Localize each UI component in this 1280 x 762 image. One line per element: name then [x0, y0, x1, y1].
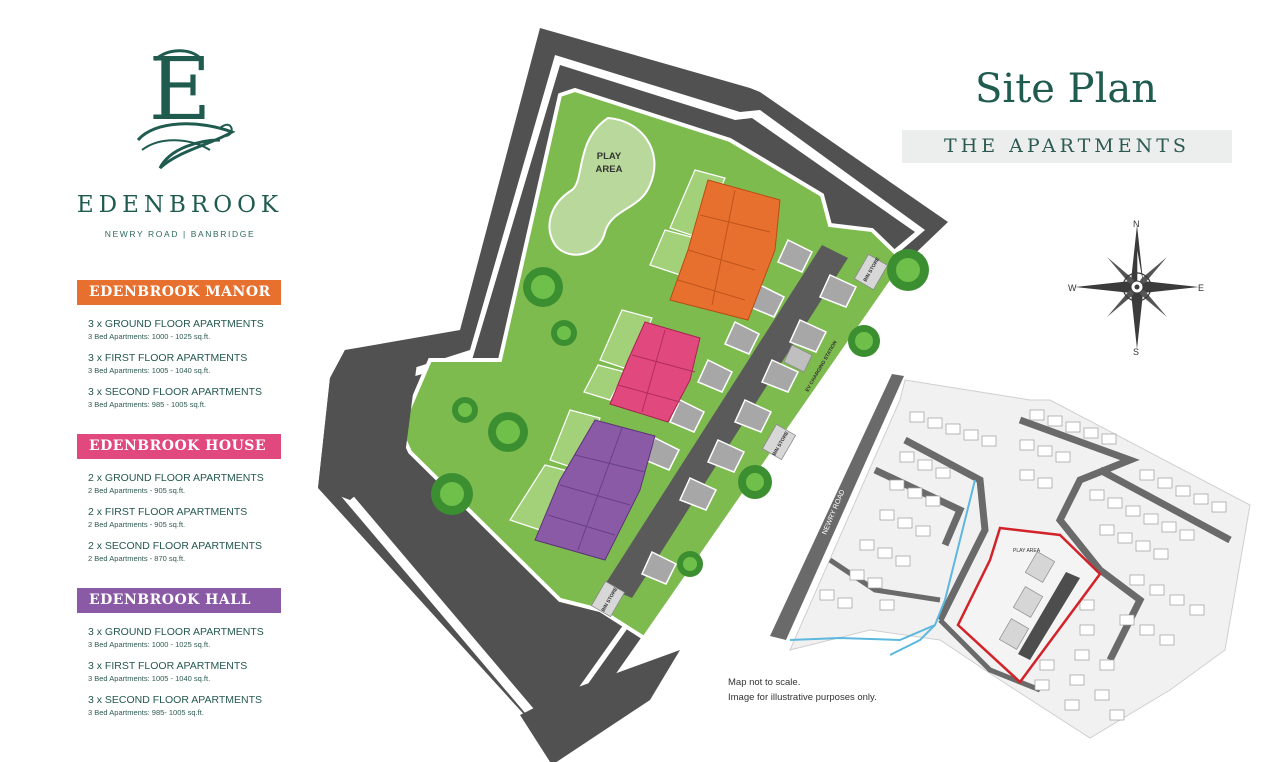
edenbrook-manor-building — [669, 179, 781, 321]
edenbrook-house-building — [609, 321, 701, 423]
legend-manor-detail-1: 3 Bed Apartments: 1000 - 1025 sq.ft. — [88, 332, 211, 341]
edenbrook-logo: E EDENBROOK NEWRY ROAD | BANBRIDGE — [60, 40, 300, 250]
compass-rose-icon — [1075, 225, 1199, 349]
scale-note: Map not to scale. — [728, 677, 801, 688]
legend-manor-detail-2: 3 Bed Apartments: 1005 - 1040 sq.ft. — [88, 366, 211, 375]
legend-hall-item-3: 3 x SECOND FLOOR APARTMENTS — [88, 694, 263, 706]
compass-west-label: W — [1068, 283, 1077, 293]
edenbrook-hall-building — [534, 419, 656, 561]
play-area-label-1: PLAY — [597, 151, 622, 162]
bin-stores — [590, 253, 889, 618]
compass-east-label: E — [1198, 283, 1205, 293]
legend-house-item-1: 2 x GROUND FLOOR APARTMENTS — [88, 472, 264, 484]
illustrative-note: Image for illustrative purposes only. — [728, 692, 877, 703]
legend-hall-detail-2: 3 Bed Apartments: 1005 - 1040 sq.ft. — [88, 674, 211, 683]
legend-house-item-2: 2 x FIRST FLOOR APARTMENTS — [88, 506, 248, 518]
legend-manor-item-1: 3 x GROUND FLOOR APARTMENTS — [88, 318, 264, 330]
legend-hall-item-1: 3 x GROUND FLOOR APARTMENTS — [88, 626, 264, 638]
legend-house-detail-1: 2 Bed Apartments - 905 sq.ft. — [88, 486, 186, 495]
legend-manor-detail-3: 3 Bed Apartments: 985 - 1005 sq.ft. — [88, 400, 206, 409]
legend-hall-detail-1: 3 Bed Apartments: 1000 - 1025 sq.ft. — [88, 640, 211, 649]
brand-name: EDENBROOK — [76, 192, 284, 218]
play-area — [548, 116, 656, 256]
ev-charging-bays — [783, 344, 813, 373]
trees — [431, 249, 929, 577]
legend-header-house: EDENBROOK HOUSE — [77, 434, 281, 459]
inset-play-area-label: PLAY AREA — [1013, 548, 1041, 554]
brand-location: NEWRY ROAD | BANBRIDGE — [104, 229, 256, 239]
play-area-label-2: AREA — [596, 164, 623, 175]
legend-manor-item-3: 3 x SECOND FLOOR APARTMENTS — [88, 386, 263, 398]
logo-initial: E — [148, 40, 212, 140]
legend-hall-item-2: 3 x FIRST FLOOR APARTMENTS — [88, 660, 248, 672]
location-inset-map: PLAY AREA NEWRY ROAD — [770, 374, 1251, 739]
page-title: Site Plan — [975, 66, 1157, 112]
legend-house-detail-3: 2 Bed Apartments - 870 sq.ft. — [88, 554, 186, 563]
legend-manor-item-2: 3 x FIRST FLOOR APARTMENTS — [88, 352, 248, 364]
access-road — [604, 245, 848, 598]
compass-north-label: N — [1133, 219, 1140, 229]
legend-house-detail-2: 2 Bed Apartments - 905 sq.ft. — [88, 520, 186, 529]
page-subtitle: THE APARTMENTS — [902, 130, 1232, 163]
edenbrook-emblem-icon — [136, 49, 236, 170]
legend-hall-detail-3: 3 Bed Apartments: 985- 1005 sq.ft. — [88, 708, 204, 717]
compass-south-label: S — [1133, 347, 1140, 357]
legend-header-hall: EDENBROOK HALL — [77, 588, 281, 613]
legend-house-item-3: 2 x SECOND FLOOR APARTMENTS — [88, 540, 263, 552]
legend-header-manor: EDENBROOK MANOR — [77, 280, 281, 305]
